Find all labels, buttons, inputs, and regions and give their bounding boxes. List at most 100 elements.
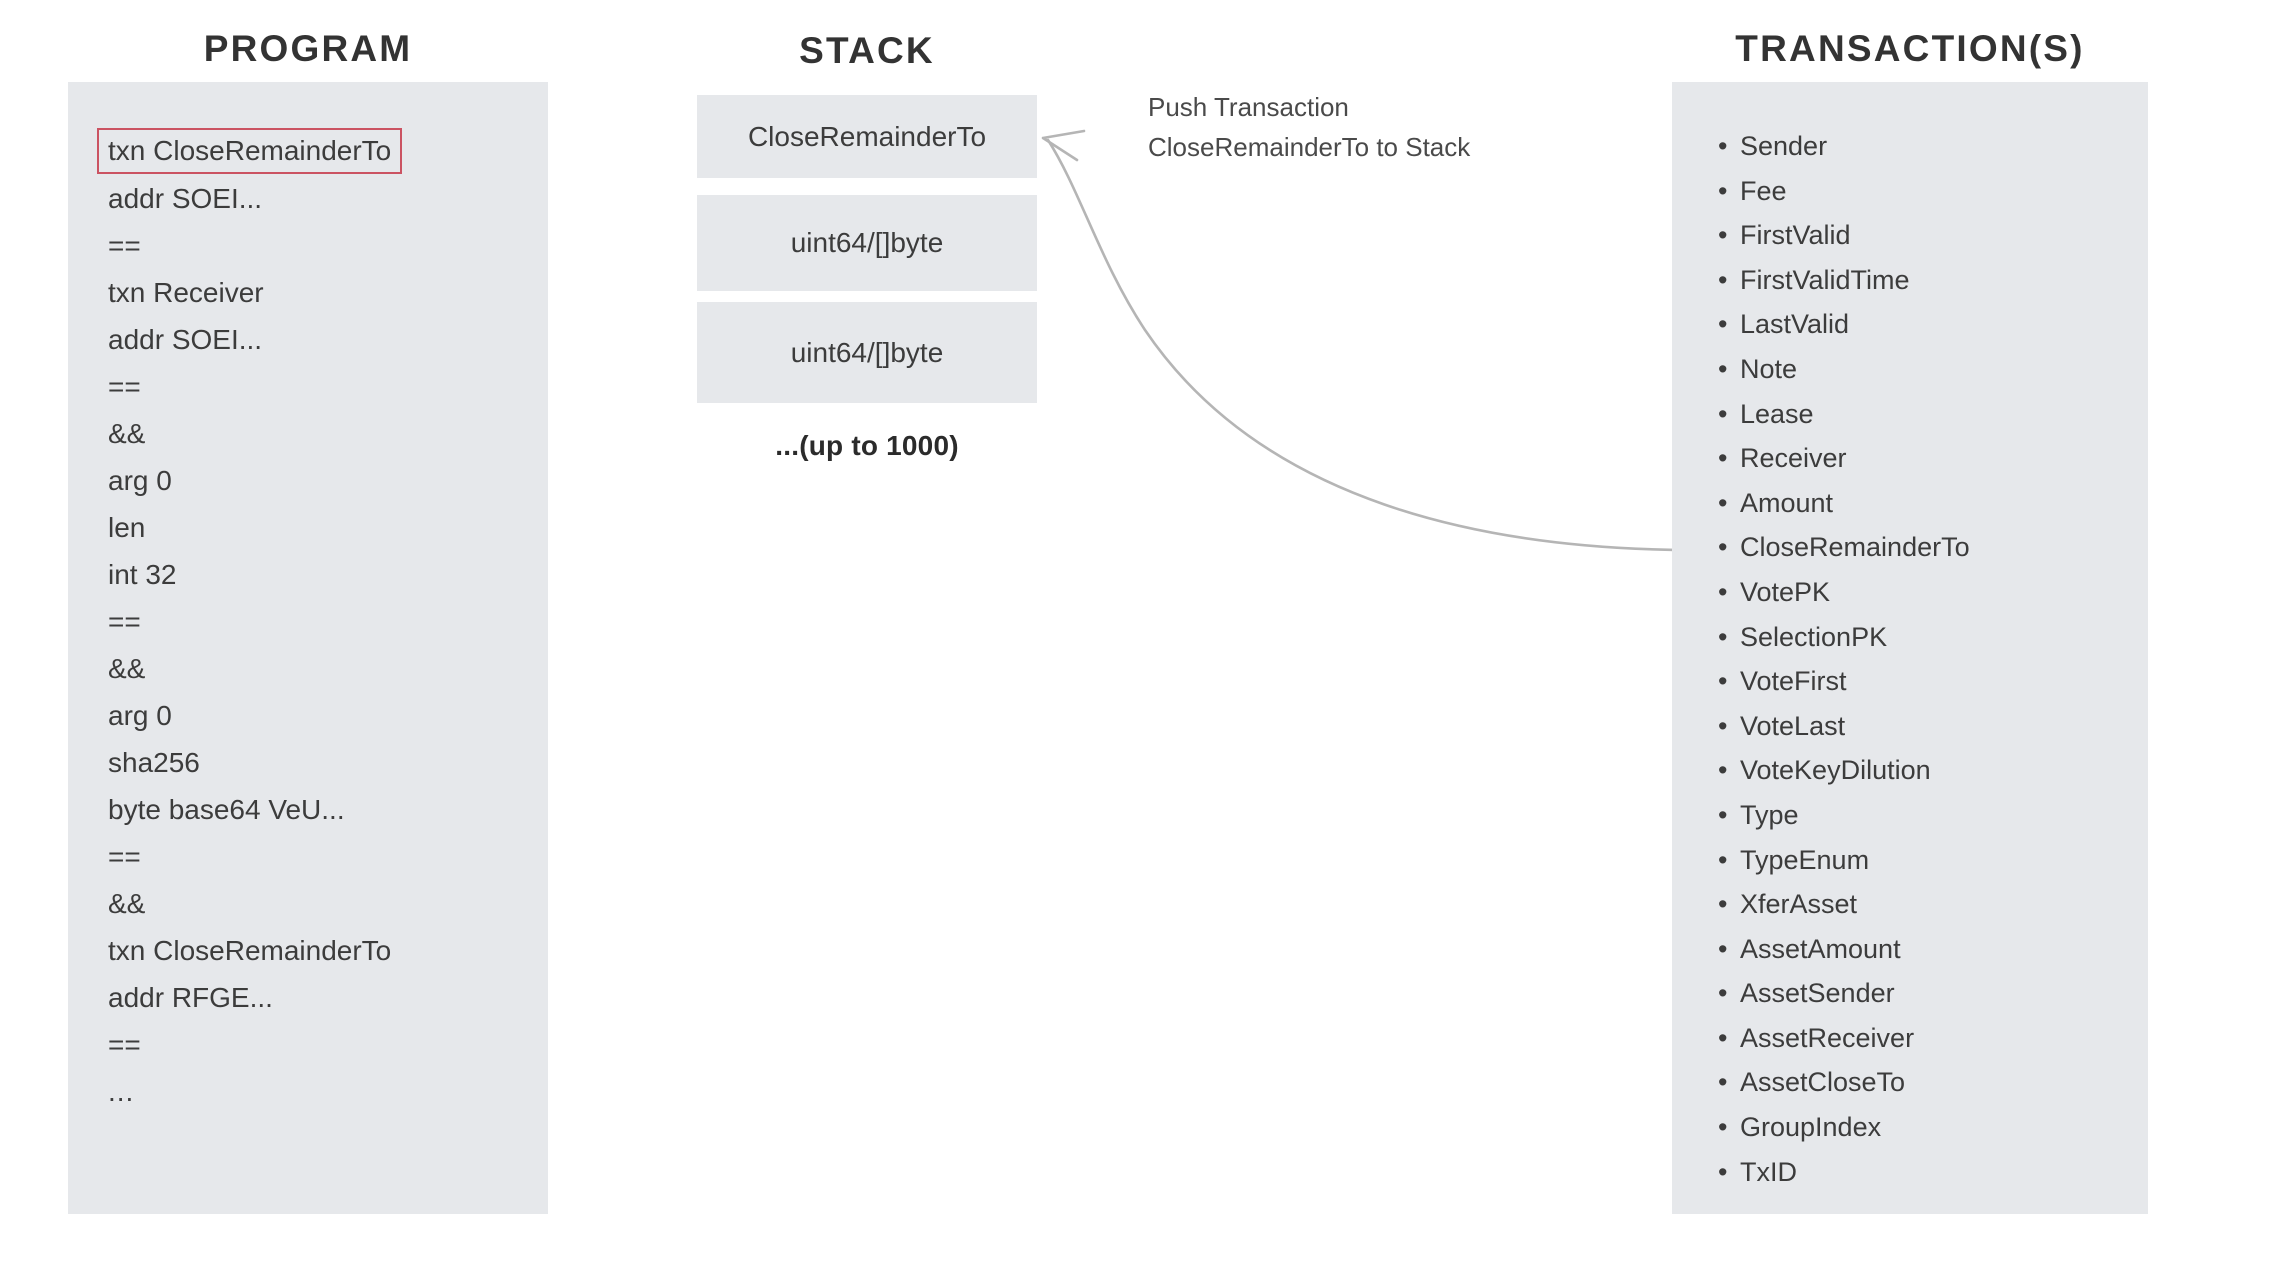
transaction-field-label: FirstValid (1740, 220, 1851, 251)
transaction-field-item-txid: •TxID (1718, 1150, 2138, 1195)
transaction-field-item-receiver: • Receiver (1718, 436, 2138, 481)
transaction-field-label: AssetSender (1740, 978, 1895, 1009)
transaction-field-label: LastValid (1740, 309, 1850, 340)
program-code-line-16: && (108, 888, 146, 919)
transaction-field-label: Receiver (1740, 443, 1847, 474)
bullet-icon: • (1718, 1112, 1728, 1143)
transactions-panel (1672, 82, 2148, 1214)
transaction-field-item-assetsender: •AssetSender (1718, 971, 2138, 1016)
bullet-icon: • (1718, 666, 1728, 697)
bullet-icon: • (1718, 621, 1728, 652)
push-annotation-line-2: CloseRemainderTo to Stack (1148, 132, 1471, 162)
transaction-field-item-note: • Note (1718, 347, 2138, 392)
program-code-line-12: arg 0 (108, 700, 172, 731)
stack-box-slot-3: uint64/[]byte (697, 302, 1037, 403)
bullet-icon: • (1718, 398, 1728, 429)
bullet-icon: • (1718, 443, 1728, 474)
bullet-icon: • (1718, 844, 1728, 875)
program-code-line-1: addr SOEI... (108, 183, 263, 214)
program-code-line-13: sha256 (108, 747, 200, 778)
transaction-field-item-closeremainderto: • CloseRemainderTo (1718, 525, 2138, 570)
transaction-field-label: TypeEnum (1740, 844, 1870, 875)
transaction-field-item-fee: • Fee (1718, 169, 2138, 214)
transaction-field-label: GroupIndex (1740, 1112, 1882, 1143)
bullet-icon: • (1718, 131, 1728, 161)
bullet-icon: • (1718, 710, 1728, 741)
bullet-icon: • (1718, 933, 1728, 964)
push-transaction-annotation: Push Transaction CloseRemainderTo to Sta… (1148, 87, 1470, 167)
program-code-line-8: len (108, 512, 146, 543)
transaction-field-item-groupindex: • GroupIndex (1718, 1105, 2138, 1150)
program-code-list: txn CloseRemainderTo addr SOEI... == txn Re… (97, 128, 528, 1115)
transaction-field-item-votefirst: • VoteFirst (1718, 659, 2138, 704)
program-code-line-11: && (108, 653, 146, 684)
program-code-line-19: == (108, 1029, 141, 1060)
program-code-line-6: && (108, 418, 146, 449)
transaction-field-label: AssetAmount (1740, 933, 1901, 964)
program-code-line-7: arg 0 (108, 465, 172, 496)
transaction-field-item-typeenum: • TypeEnum (1718, 838, 2138, 883)
transaction-field-item-sender: • Sender (1718, 124, 2138, 169)
transaction-field-item-assetreceiver: • AssetReceiver (1718, 1016, 2138, 1061)
bullet-icon: • (1718, 220, 1728, 251)
transaction-field-item-lastvalid: • LastValid (1718, 302, 2138, 347)
transaction-field-label: TxID (1740, 1156, 1797, 1187)
program-highlight-row: txn CloseRemainderTo (97, 128, 528, 175)
bullet-icon: • (1718, 1022, 1728, 1053)
bullet-icon: • (1718, 799, 1728, 830)
transactions-column-title: TRANSACTION(S) (1735, 28, 2085, 69)
transaction-field-label: FirstValidTime (1740, 264, 1910, 295)
program-code-line-15: == (108, 841, 141, 872)
transaction-field-label: Lease (1740, 398, 1814, 429)
transaction-field-label: VoteKeyDilution (1740, 755, 1931, 786)
transaction-field-item-amount: • Amount (1718, 481, 2138, 526)
transaction-field-label: VotePK (1740, 576, 1831, 607)
transaction-field-item-selectionpk: • SelectionPK (1718, 615, 2138, 660)
bullet-icon: • (1718, 309, 1728, 340)
program-code-line-18: addr RFGE... (108, 982, 273, 1013)
transaction-field-item-assetcloseto: •AssetCloseTo (1718, 1060, 2138, 1105)
transaction-field-label: Type (1740, 799, 1799, 830)
transaction-field-label: VoteLast (1740, 710, 1846, 741)
stack-column-title: STACK (799, 30, 935, 71)
program-code-line-3: txn Receiver (108, 277, 264, 308)
transaction-field-label: AssetReceiver (1740, 1022, 1915, 1053)
program-code-line-9: int 32 (108, 559, 177, 590)
transaction-field-label: CloseRemainderTo (1740, 532, 1970, 563)
stack-box-slot-2: uint64/[]byte (697, 195, 1037, 291)
bullet-icon: • (1718, 532, 1728, 563)
transaction-field-label: VoteFirst (1740, 666, 1847, 697)
bullet-icon: • (1718, 264, 1728, 295)
transaction-fields-list: • Sender • Fee • FirstValid • FirstValidTime • La… (1718, 124, 2138, 1194)
program-column-title: PROGRAM (203, 28, 413, 69)
transaction-field-label: Sender (1740, 131, 1828, 161)
bullet-icon: • (1718, 889, 1728, 920)
program-code-line-20: ... (108, 1076, 135, 1107)
transaction-field-item-lease: • Lease (1718, 392, 2138, 437)
arrow-head-icon (1041, 129, 1086, 162)
transaction-field-item-firstvalid: • FirstValid (1718, 213, 2138, 258)
transaction-field-item-xferasset: • XferAsset (1718, 882, 2138, 927)
transaction-field-item-firstvalidtime: • FirstValidTime (1718, 258, 2138, 303)
program-code-line-10: == (108, 606, 141, 637)
transaction-field-item-votelast: • VoteLast (1718, 704, 2138, 749)
program-code-line-4: addr SOEI... (108, 324, 263, 355)
transaction-field-label: Fee (1740, 175, 1787, 206)
bullet-icon: • (1718, 487, 1728, 518)
bullet-icon: • (1718, 755, 1728, 786)
program-code-line-17: txn CloseRemainderTo (108, 935, 392, 966)
transaction-field-label: SelectionPK (1740, 621, 1888, 652)
bullet-icon: • (1718, 576, 1728, 607)
transaction-field-item-type: • Type (1718, 793, 2138, 838)
bullet-icon: • (1718, 175, 1728, 206)
program-code-line-14: byte base64 VeU... (108, 794, 345, 825)
transaction-field-label: AssetCloseTo (1740, 1067, 1906, 1098)
transaction-field-label: Note (1740, 353, 1798, 384)
program-code-line-2: == (108, 230, 141, 261)
bullet-icon: • (1718, 353, 1728, 384)
transaction-field-label: XferAsset (1740, 889, 1858, 920)
transaction-field-item-votekeydilution: • VoteKeyDilution (1718, 748, 2138, 793)
push-annotation-line-1: Push Transaction (1148, 92, 1349, 122)
transaction-field-label: Amount (1740, 487, 1834, 518)
